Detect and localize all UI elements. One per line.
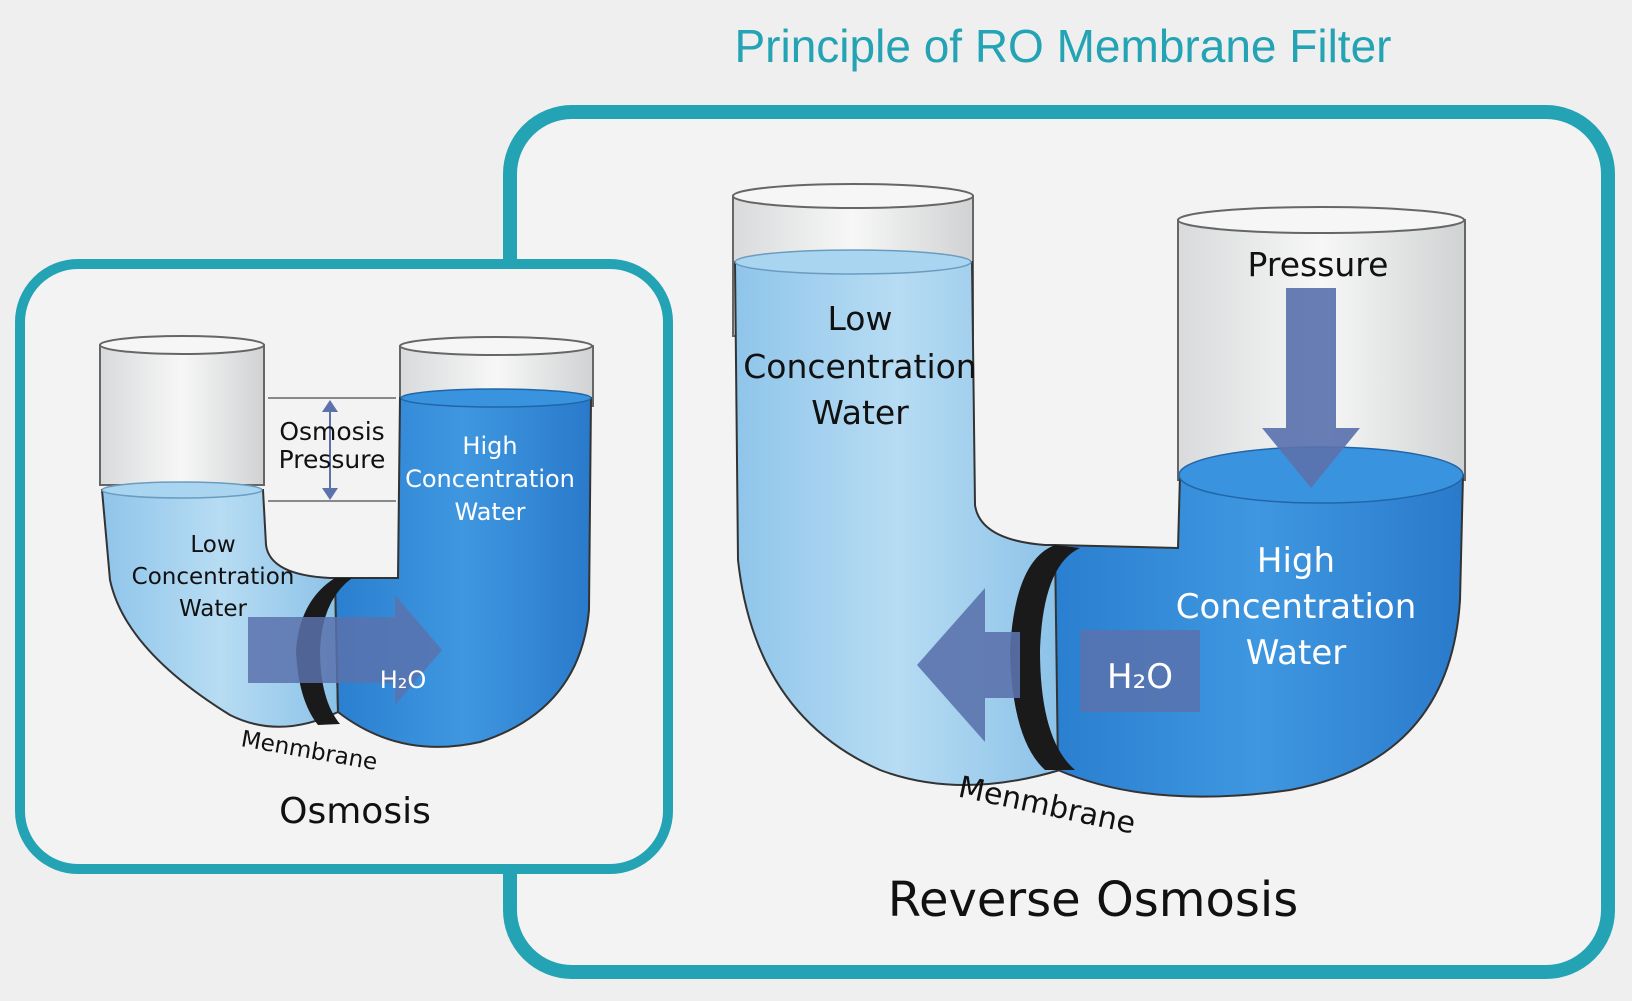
reverse-low-label-line-3: Water bbox=[811, 393, 909, 432]
reverse-pressure-label: Pressure bbox=[1248, 245, 1389, 284]
reverse-h2o-label: H₂O bbox=[1107, 657, 1173, 697]
osmosis-panel: Osmosis Pressure High Concentration Wate… bbox=[15, 259, 673, 874]
reverse-h2o-box bbox=[1080, 630, 1200, 712]
osmosis-high-label-line-3: Water bbox=[455, 498, 526, 526]
reverse-high-concentration-water bbox=[1053, 474, 1465, 798]
reverse-osmosis-caption: Reverse Osmosis bbox=[888, 872, 1298, 928]
osmosis-h2o-label: H₂O bbox=[380, 666, 427, 694]
osmosis-h2o-arrow bbox=[248, 595, 442, 705]
reverse-high-label-line-1: High bbox=[1257, 541, 1335, 581]
reverse-high-label-line-3: Water bbox=[1246, 633, 1347, 673]
reverse-low-label-line-2: Concentration bbox=[743, 347, 976, 386]
reverse-osmosis-panel: Low Concentration Water Pressure High Co… bbox=[503, 105, 1615, 979]
reverse-left-arrow bbox=[917, 588, 1020, 742]
reverse-low-label-line-1: Low bbox=[828, 299, 893, 338]
osmosis-pressure-indicator bbox=[268, 397, 396, 502]
osmosis-left-tube-glass bbox=[99, 344, 265, 486]
osmosis-high-label-line-2: Concentration bbox=[405, 465, 575, 493]
reverse-membrane bbox=[1010, 545, 1080, 770]
osmosis-high-label-line-1: High bbox=[462, 432, 517, 460]
osmosis-membrane bbox=[296, 578, 352, 725]
osmosis-caption: Osmosis bbox=[279, 791, 431, 832]
reverse-high-label-line-2: Concentration bbox=[1176, 587, 1417, 627]
reverse-pressure-arrow bbox=[1262, 288, 1360, 488]
diagram-title: Principle of RO Membrane Filter bbox=[735, 20, 1392, 72]
osmosis-low-label-line-3: Water bbox=[179, 596, 248, 622]
osmosis-pressure-label-line-1: Osmosis bbox=[279, 417, 384, 446]
osmosis-low-label-line-1: Low bbox=[190, 532, 235, 558]
osmosis-pressure-label-line-2: Pressure bbox=[279, 445, 386, 474]
osmosis-low-label-line-2: Concentration bbox=[132, 564, 295, 590]
